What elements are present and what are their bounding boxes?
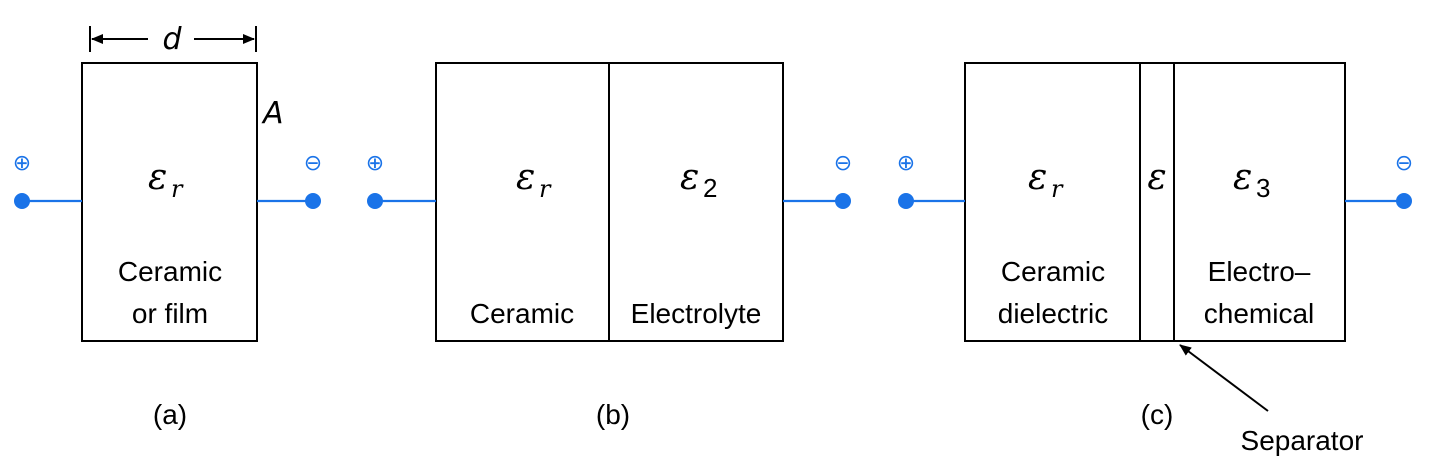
material-label-a-line1: Ceramic — [118, 256, 222, 287]
plus-icon: ⊕ — [13, 151, 31, 176]
minus-icon: ⊖ — [834, 151, 852, 176]
minus-icon: ⊖ — [304, 151, 322, 176]
epsilon-symbol-c-middle: ε — [1147, 157, 1166, 198]
material-label-b-right: Electrolyte — [631, 298, 762, 329]
terminal-positive-b — [367, 193, 383, 209]
terminal-negative-c — [1396, 193, 1412, 209]
plus-icon: ⊕ — [366, 151, 384, 176]
material-label-c-right-line1: Electro– — [1208, 256, 1311, 287]
epsilon-subscript-c-right: 3 — [1256, 173, 1270, 203]
material-label-c-right-line2: chemical — [1204, 298, 1314, 329]
panel-b: ⊕ ⊖ ε r ε 2 Ceramic Electrolyte (b) — [366, 62, 852, 430]
terminal-negative-a — [305, 193, 321, 209]
caption-a: (a) — [153, 399, 187, 430]
epsilon-symbol-c-left: ε — [1028, 157, 1047, 198]
material-label-c-left-line2: dielectric — [998, 298, 1108, 329]
epsilon-subscript-c-left: r — [1051, 175, 1064, 203]
panel-c: ⊕ ⊖ ε r ε ε 3 Ceramic dielectric Electro… — [897, 62, 1413, 456]
material-label-c-left-line1: Ceramic — [1001, 256, 1105, 287]
material-label-b-left: Ceramic — [470, 298, 574, 329]
terminal-positive-a — [14, 193, 30, 209]
dimension-label-d: d — [162, 22, 182, 57]
terminal-negative-b — [835, 193, 851, 209]
epsilon-subscript-b-right: 2 — [703, 173, 717, 203]
separator-pointer-arrow — [1179, 344, 1269, 412]
separator-label: Separator — [1241, 425, 1364, 456]
caption-b: (b) — [596, 399, 630, 430]
material-label-a-line2: or film — [132, 298, 208, 329]
epsilon-symbol-a: ε — [148, 157, 167, 198]
terminal-positive-c — [898, 193, 914, 209]
plus-icon: ⊕ — [897, 151, 915, 176]
area-label-a: A — [261, 96, 284, 131]
epsilon-symbol-b-left: ε — [516, 157, 535, 198]
panel-a: d A ⊕ ⊖ ε r Ceramic or film (a) — [13, 22, 322, 430]
caption-c: (c) — [1141, 399, 1174, 430]
epsilon-subscript-a: r — [171, 175, 184, 203]
epsilon-symbol-b-right: ε — [680, 157, 699, 198]
epsilon-symbol-c-right: ε — [1233, 157, 1252, 198]
minus-icon: ⊖ — [1395, 151, 1413, 176]
epsilon-subscript-b-left: r — [539, 175, 552, 203]
